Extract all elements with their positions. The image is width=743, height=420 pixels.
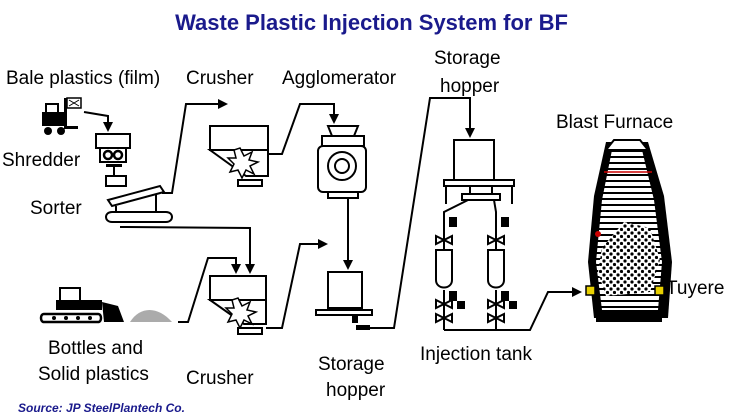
forklift-icon xyxy=(42,97,82,135)
label-solid-plastics: Solid plastics xyxy=(38,364,149,385)
hopper-to-hopper-arrow xyxy=(370,97,475,329)
chute-icon xyxy=(105,175,127,187)
label-blast-furnace: Blast Furnace xyxy=(556,112,674,133)
injection-to-furnace-arrow xyxy=(496,287,582,331)
injection-tank-icon xyxy=(435,199,517,331)
label-agglomerator: Agglomerator xyxy=(282,68,397,89)
crusher-bottom-icon xyxy=(206,275,267,335)
storage-hopper-bottom-icon xyxy=(315,271,373,330)
label-storage-hopper-top-2: hopper xyxy=(440,76,500,97)
label-shredder: Shredder xyxy=(2,150,81,171)
sorter-to-crusher-arrow xyxy=(162,99,228,194)
crusher-top-icon xyxy=(206,125,269,187)
plastic-pile-icon xyxy=(130,310,172,322)
shredder-icon xyxy=(95,133,131,178)
label-storage-hopper-bottom-2: hopper xyxy=(326,380,386,401)
label-sorter: Sorter xyxy=(30,198,82,219)
label-bale-plastics: Bale plastics (film) xyxy=(6,68,161,89)
label-storage-hopper-bottom: Storage xyxy=(318,354,385,375)
pile-to-crusher-arrow xyxy=(178,257,241,323)
bale-to-shredder-arrow xyxy=(83,111,113,132)
crusher-to-hopper-arrow xyxy=(266,239,328,329)
diagram-title: Waste Plastic Injection System for BF xyxy=(175,10,568,35)
agglomerator-icon xyxy=(317,125,367,199)
label-tuyere: Tuyere xyxy=(666,278,725,299)
storage-hopper-top-icon xyxy=(443,139,515,204)
label-crusher-bottom: Crusher xyxy=(186,368,254,389)
label-storage-hopper-top: Storage xyxy=(434,48,501,69)
label-crusher-top: Crusher xyxy=(186,68,254,89)
blast-furnace-icon xyxy=(585,139,672,322)
label-injection-tank: Injection tank xyxy=(420,344,532,365)
crusher-to-agglomerator-arrow xyxy=(268,103,339,155)
source-credit: Source: JP SteelPlantech Co. xyxy=(18,401,185,415)
label-bottles: Bottles and xyxy=(48,338,144,359)
sorter-to-bottom-crusher-arrow xyxy=(119,226,255,274)
sorter-icon xyxy=(105,184,173,223)
bulldozer-icon xyxy=(39,287,124,324)
